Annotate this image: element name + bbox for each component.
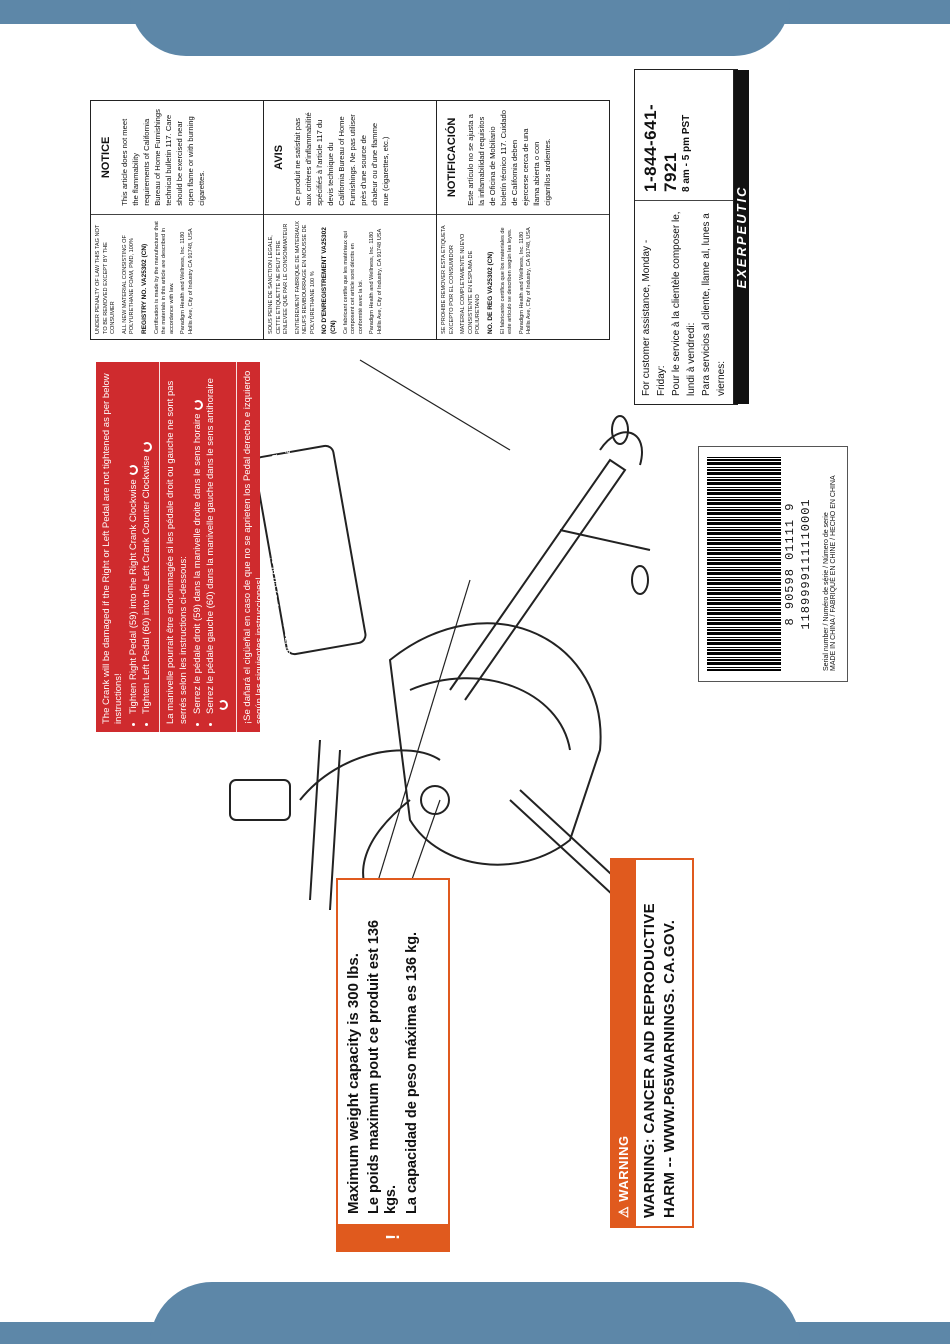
notice-fr-left-1: ENTIEREMENT FABRIQUE DE MATERIAUX NEUFS …	[294, 221, 316, 334]
barcode-number: 8 90598 01111 9	[783, 502, 797, 626]
notice-es-body: Este artículo no se ajusta a la inflamab…	[465, 110, 552, 206]
weight-en: Maximum weight capacity is 300 lbs.	[345, 953, 362, 1214]
crank-en-step-1: Tighten Right Pedal (59) into the Right …	[127, 479, 139, 714]
notice-en-left-3: Certification is made by the manufacture…	[153, 221, 175, 334]
notice-fr-body: Ce produit ne satisfait pas aux critères…	[292, 112, 390, 206]
crank-es-intro: ¡Se dañará el cigüeñal en caso de que no…	[242, 370, 266, 724]
support-es: Para servicios al cliente, llame al, lun…	[701, 213, 727, 396]
weight-es: La capacidad de peso máxima es 136 kg.	[403, 931, 420, 1214]
warning-body: WARNING: CANCER AND REPRODUCTIVE HARM --…	[641, 903, 678, 1218]
crank-fr-step-1: Serrez le pédale droit (59) dans la mani…	[192, 413, 204, 714]
warning-triangle-icon: !	[338, 1224, 448, 1250]
notice-es-left-4: Paradigm Health and Wellness, Inc. 1180 …	[518, 227, 533, 334]
support-phone: 1-844-641-7921	[641, 103, 680, 192]
crank-es-step: Apriete el Pedal derecho (59) en el cigü…	[269, 370, 281, 714]
crank-es-step-1: Apriete el Pedal derecho (59) en el cigü…	[268, 417, 280, 714]
notice-en-body: This article does not meet the flammabil…	[119, 109, 206, 206]
notice-es-left: SE PROHIBE REMOVER ESTA ETIQUETA EXCEPTO…	[437, 213, 609, 339]
crank-warning-box: The Crank will be damaged if the Right o…	[96, 362, 293, 732]
notice-fr-title: AVIS	[273, 144, 285, 170]
weight-text: Maximum weight capacity is 300 lbs. Le p…	[338, 880, 448, 1224]
crank-fr-intro: La manivelle pourrait être endommagée si…	[165, 380, 189, 724]
barcode-label: 8 90598 01111 9 1189999111110001 Serial …	[698, 446, 848, 682]
notice-en: UNDER PENALTY OF LAW THIS TAG NOT TO BE …	[91, 101, 264, 339]
footer-tab	[150, 1282, 800, 1344]
crank-en-step: Tighten Right Pedal (59) into the Right …	[128, 370, 140, 714]
counterclockwise-icon	[141, 441, 152, 452]
notice-en-left-2: REGISTRY NO. VA25302 (CN)	[140, 243, 148, 334]
barcode-bars	[707, 457, 781, 671]
notice-es-left-2: NO. DE REG VA25302 (CN)	[486, 251, 494, 334]
weight-capacity-box: ! Maximum weight capacity is 300 lbs. Le…	[336, 878, 450, 1252]
support-hours: 8 am - 5 pm PST	[681, 114, 692, 192]
crank-warning-es: ¡Se dañará el cigüeñal en caso de que no…	[237, 362, 300, 732]
support-top: For customer assistance, Monday - Friday…	[635, 70, 734, 404]
notice-fr-left: SOUS PEINE DE SANCTION LEGALE, CETTE ETI…	[264, 213, 436, 339]
support-en: For customer assistance, Monday - Friday…	[641, 239, 667, 396]
crank-warning-fr: La manivelle pourrait être endommagée si…	[160, 362, 238, 732]
clockwise-icon	[128, 465, 139, 476]
notice-en-left-1: ALL NEW MATERIAL CONSISTING OF POLYURETH…	[121, 235, 136, 334]
warning-header: ⚠ WARNING	[612, 860, 636, 1226]
crank-fr-step: Serrez le pédale gauche (60) dans la man…	[205, 370, 230, 714]
customer-support-box: For customer assistance, Monday - Friday…	[634, 69, 749, 405]
notice-fr-left-2: NO D'ENREGISTREMENT VA25302 (CN)	[321, 227, 338, 334]
notice-en-right: NOTICE This article does not meet the fl…	[91, 101, 263, 214]
made-in-label: MADE IN CHINA / FABRIQUÉ EN CHINE / HECH…	[830, 475, 837, 671]
warning-triangle-icon: ⚠	[616, 1201, 631, 1218]
notice-es-left-1: MATERIAL COMPLETAMENTE NUEVO CONSISTENTE…	[460, 233, 482, 334]
crank-fr-step: Serrez le pédale droit (59) dans la mani…	[192, 370, 204, 714]
notice-es: SE PROHIBE REMOVER ESTA ETIQUETA EXCEPTO…	[437, 101, 609, 339]
crank-en-intro: The Crank will be damaged if the Right o…	[101, 373, 125, 724]
clockwise-icon	[192, 399, 203, 410]
support-contact: 1-844-641-7921 8 am - 5 pm PST	[635, 70, 733, 200]
notice-fr-left-4: Paradigm Health and Wellness, Inc. 1180 …	[369, 228, 383, 334]
notice-en-left-4: Paradigm Health and Wellness, Inc. 1180 …	[180, 228, 194, 334]
notice-es-title: NOTIFICACIÓN	[446, 117, 458, 198]
notice-es-left-3: El fabricante certifica que los material…	[499, 227, 514, 334]
notice-es-right: NOTIFICACIÓN Este artículo no se ajusta …	[437, 101, 609, 214]
serial-label: Serial number / Numéro de série / Número…	[823, 512, 830, 671]
header-tab	[130, 0, 790, 56]
notice-fr-right: AVIS Ce produit ne satisfait pas aux cri…	[264, 101, 436, 214]
crank-es-step-2: Apriete el Pedal izquierdo (60) en el ci…	[282, 407, 294, 714]
crank-es-step: Apriete el Pedal izquierdo (60) en el ci…	[282, 370, 294, 714]
crank-warning-en: The Crank will be damaged if the Right o…	[96, 362, 161, 732]
clockwise-icon	[269, 403, 280, 414]
counterclockwise-icon	[218, 700, 229, 710]
weight-fr: Le poids maximum pout ce produit est 136…	[366, 919, 400, 1214]
notice-en-left-0: UNDER PENALTY OF LAW THIS TAG NOT TO BE …	[95, 224, 117, 334]
notice-fr-left-0: SOUS PEINE DE SANCTION LEGALE, CETTE ETI…	[268, 223, 290, 334]
serial-number: 1189999111110001	[799, 498, 813, 630]
notice-es-left-0: SE PROHIBE REMOVER ESTA ETIQUETA EXCEPTO…	[441, 225, 455, 334]
flammability-notice-table: UNDER PENALTY OF LAW THIS TAG NOT TO BE …	[90, 100, 610, 340]
crank-fr-step-2: Serrez le pédale gauche (60) dans la man…	[205, 378, 217, 714]
warning-title: WARNING	[616, 1135, 631, 1202]
notice-en-title: NOTICE	[100, 136, 112, 179]
crank-en-step: Tighten Left Pedal (60) into the Left Cr…	[141, 370, 153, 714]
notice-en-left: UNDER PENALTY OF LAW THIS TAG NOT TO BE …	[91, 213, 263, 339]
notice-fr-left-3: Ce fabricant certifie que les matériaux …	[342, 231, 364, 334]
notice-fr: SOUS PEINE DE SANCTION LEGALE, CETTE ETI…	[264, 101, 437, 339]
support-fr: Pour le service à la clientèle composer …	[671, 211, 697, 396]
support-languages: For customer assistance, Monday - Friday…	[635, 199, 733, 404]
crank-en-step-2: Tighten Left Pedal (60) into the Left Cr…	[141, 455, 153, 714]
prop65-warning-box: ⚠ WARNING WARNING: CANCER AND REPRODUCTI…	[610, 858, 694, 1228]
brand-logo: EXERPEUTIC	[734, 70, 749, 404]
counterclockwise-icon	[282, 393, 293, 404]
